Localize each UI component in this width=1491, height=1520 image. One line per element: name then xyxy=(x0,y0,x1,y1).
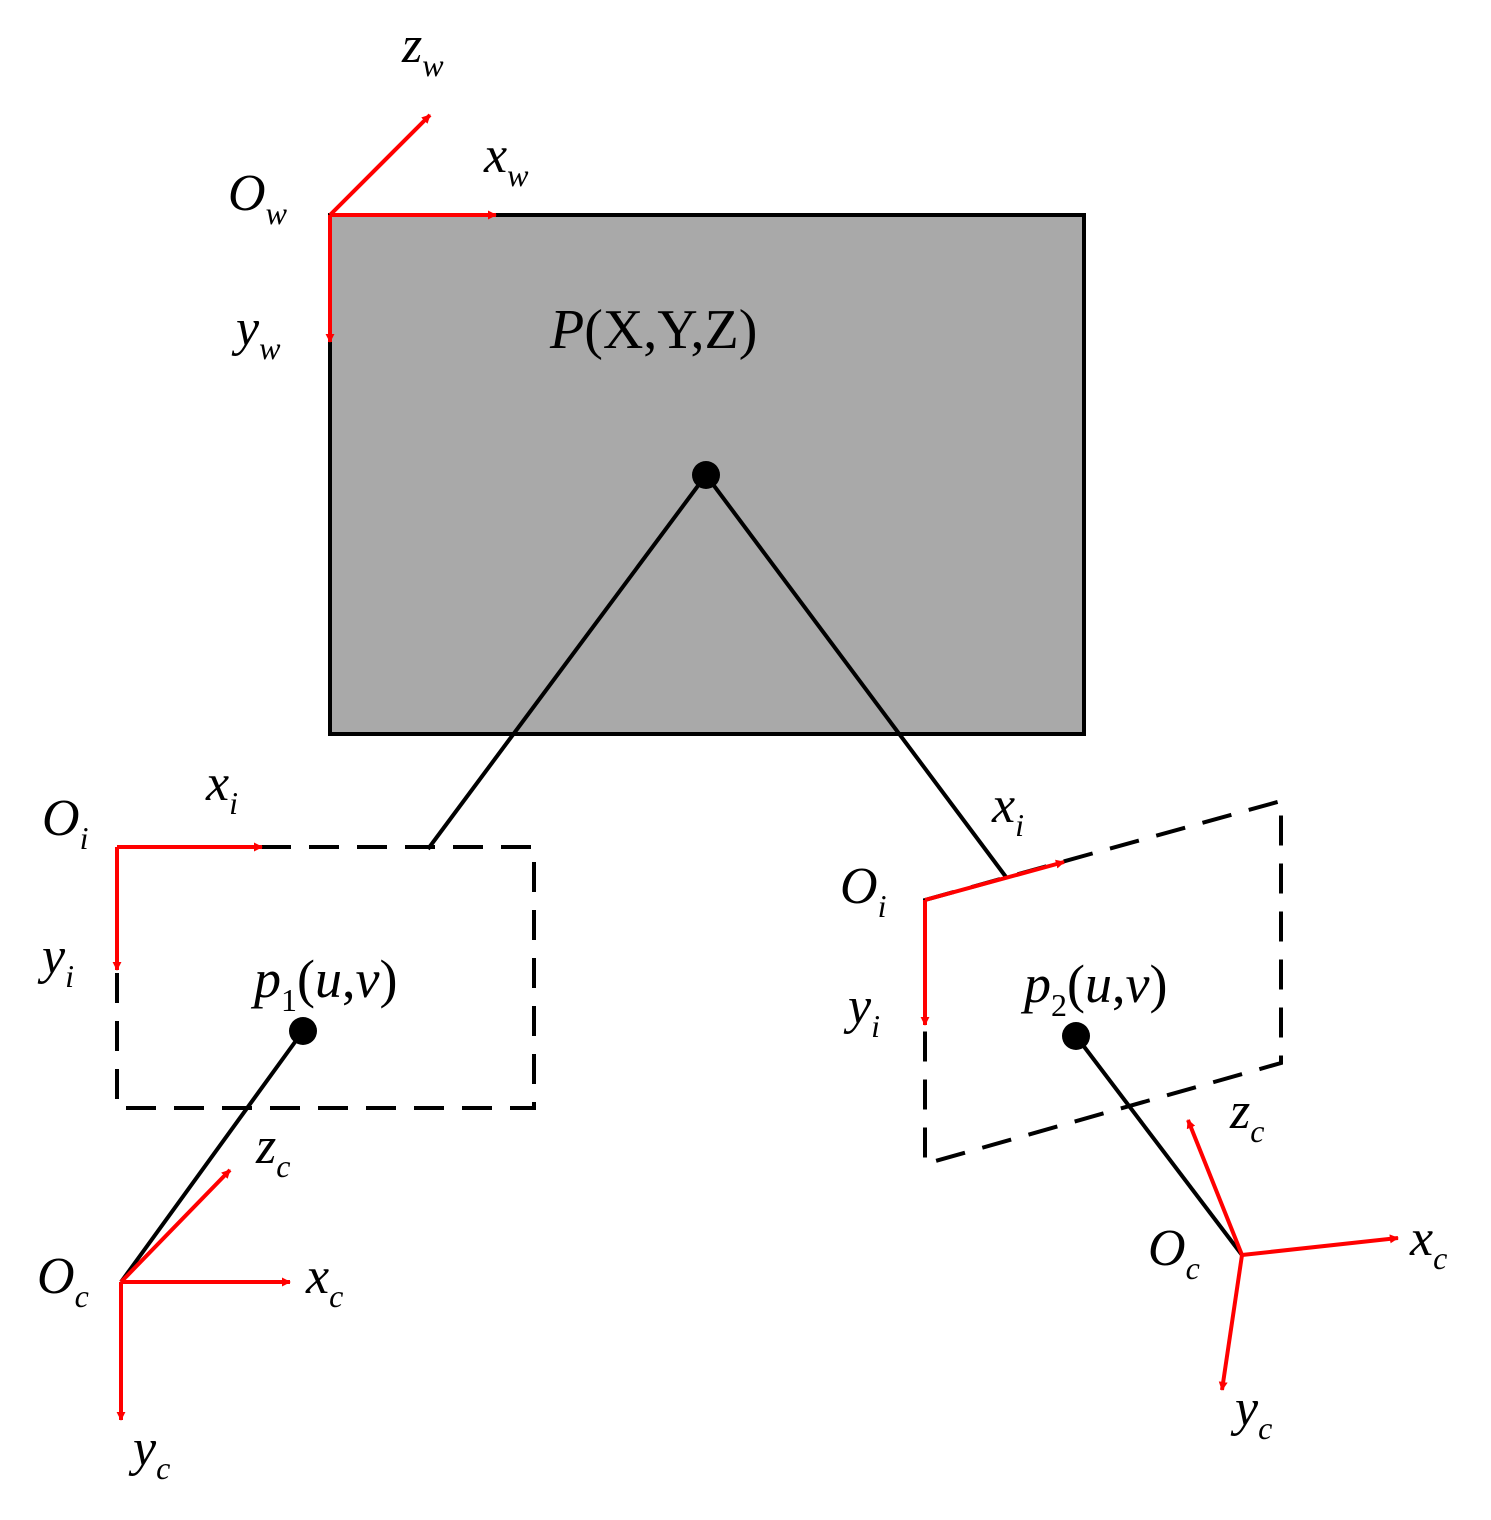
world-point-label: P(X,Y,Z) xyxy=(549,299,757,361)
world-point-marker xyxy=(692,461,720,489)
ray-p-to-left-image xyxy=(426,473,708,851)
right-image-point-marker xyxy=(1062,1022,1090,1050)
world-origin-label: Ow xyxy=(228,165,288,231)
left-image-point-label: p1(u,v) xyxy=(250,949,397,1018)
left-image-y-label: yi xyxy=(37,928,74,994)
right-image-y-label: yi xyxy=(843,978,880,1044)
left-image-x-label: xi xyxy=(205,755,238,821)
right-image-x-label: xi xyxy=(991,777,1024,843)
left-camera-origin-label: Oc xyxy=(37,1248,89,1314)
right-camera-x-label: xc xyxy=(1409,1210,1447,1276)
ray-p-to-right-image xyxy=(704,473,1008,879)
world-z-label: zw xyxy=(401,17,444,83)
world-y-label: yw xyxy=(231,300,281,366)
left-image-origin-label: Oi xyxy=(42,790,88,856)
ray-left-image-point-to-camera xyxy=(119,1029,305,1284)
ray-right-image-point-to-camera xyxy=(1074,1034,1244,1257)
left-camera-y-label: yc xyxy=(128,1420,170,1486)
right-image-plane xyxy=(923,798,1283,1167)
left-image-plane xyxy=(115,845,536,1110)
right-camera-z-label: zc xyxy=(1229,1083,1264,1149)
right-camera-y-axis-arrow xyxy=(1218,1254,1244,1391)
right-image-x-axis-arrow xyxy=(924,859,1065,902)
right-camera-origin-label: Oc xyxy=(1148,1220,1200,1286)
right-camera-z-axis-arrow xyxy=(1186,1119,1244,1256)
left-image-point-marker xyxy=(289,1017,317,1045)
right-camera-y-label: yc xyxy=(1230,1380,1272,1446)
left-camera-z-label: zc xyxy=(255,1118,290,1184)
left-camera-x-label: xc xyxy=(305,1248,343,1314)
left-camera-z-axis-arrow xyxy=(119,1168,232,1284)
right-image-point-label: p2(u,v) xyxy=(1020,954,1167,1023)
right-camera-x-axis-arrow xyxy=(1241,1234,1399,1257)
right-image-origin-label: Oi xyxy=(840,858,886,924)
world-x-label: xw xyxy=(483,127,529,193)
world-z-axis-arrow xyxy=(328,113,432,217)
